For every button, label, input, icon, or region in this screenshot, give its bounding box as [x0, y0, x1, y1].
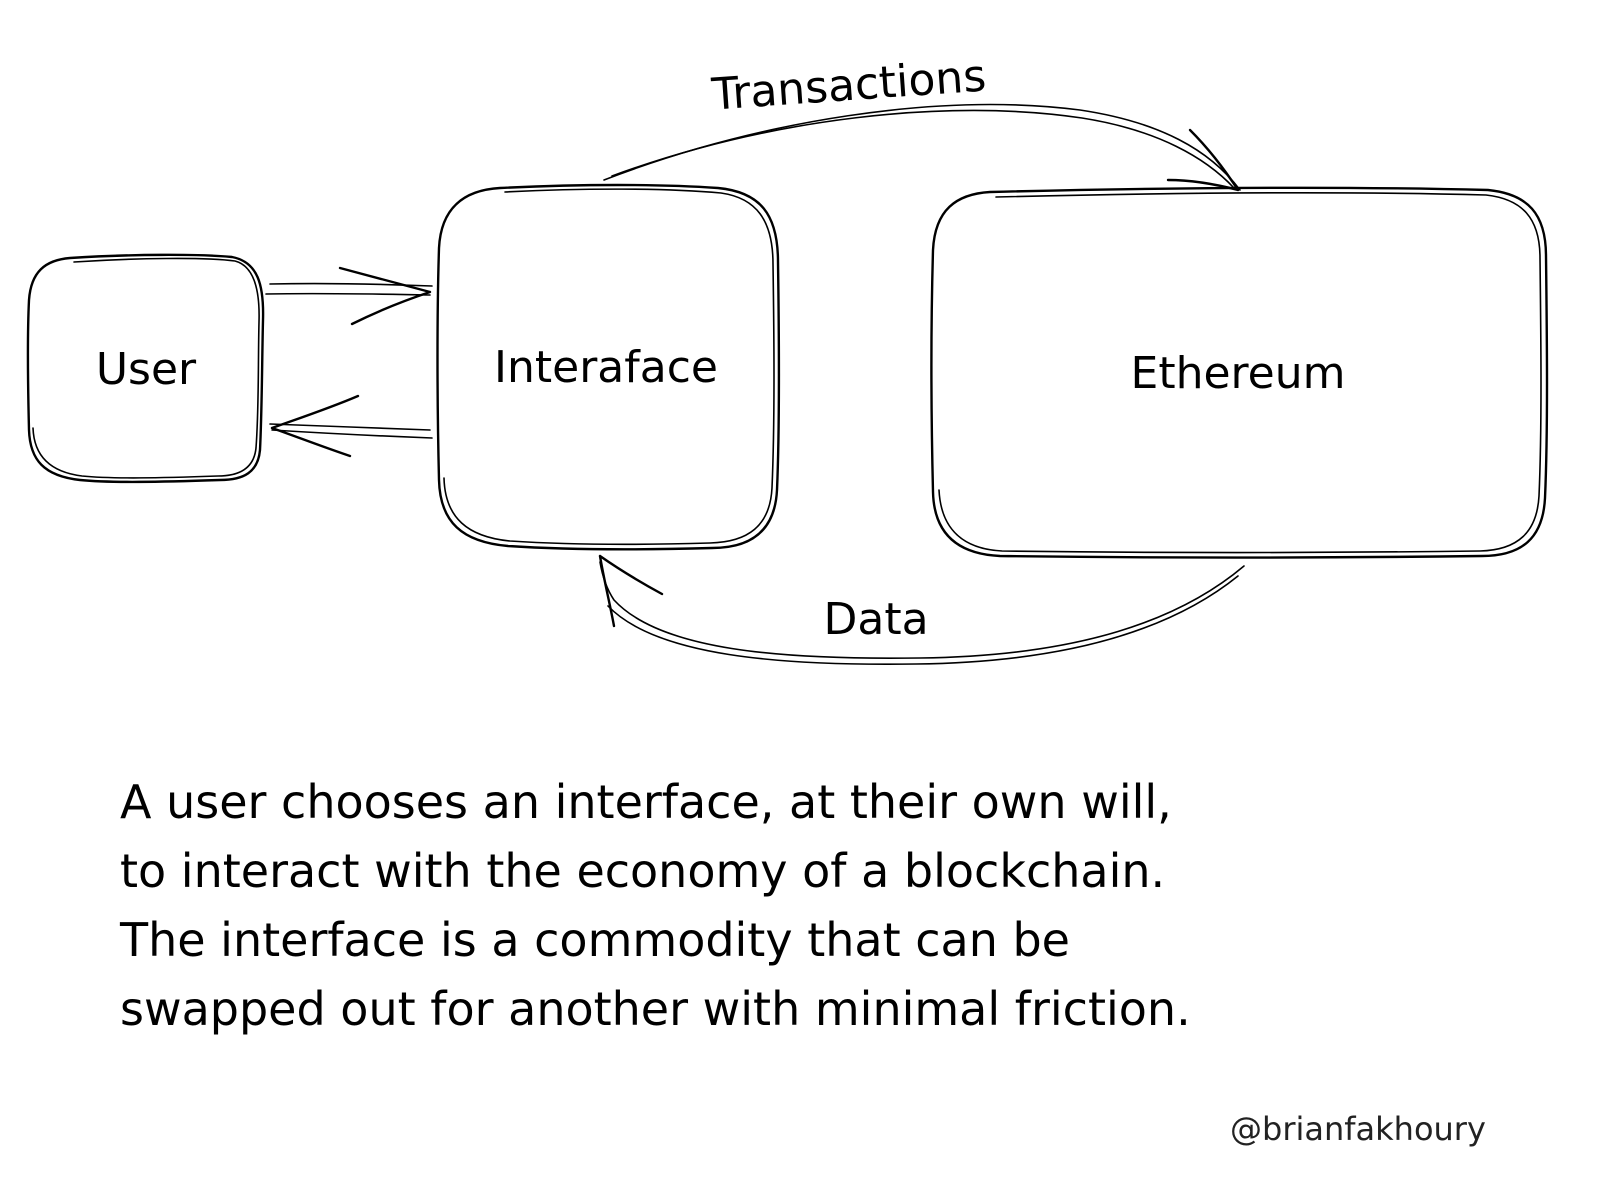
arrow-shaft-sketch — [269, 423, 431, 431]
user-node: User — [26, 253, 265, 484]
ethereum-label: Ethereum — [1131, 348, 1346, 399]
arrowhead — [270, 394, 360, 458]
arrow-shaft — [271, 429, 433, 439]
interface-to-user-arrow — [269, 394, 433, 458]
caption-line: The interface is a commodity that can be — [120, 913, 1070, 967]
interface-box-outline-sketch — [443, 188, 775, 546]
user-label: User — [96, 344, 197, 395]
user-box-outline-sketch — [32, 257, 260, 479]
user-box — [26, 253, 265, 484]
arrow-shaft-sketch — [611, 109, 1235, 189]
ethereum-box — [930, 186, 1549, 559]
arrowhead — [1166, 128, 1240, 192]
caption: A user chooses an interface, at their ow… — [120, 768, 1500, 1044]
data-label: Data — [823, 594, 928, 645]
interface-box — [436, 183, 781, 551]
arrow-shaft — [599, 561, 1245, 660]
arrowhead — [338, 266, 432, 326]
caption-line: to interact with the economy of a blockc… — [120, 844, 1166, 898]
arrow-shaft — [603, 103, 1241, 191]
arrow-shaft-sketch — [607, 575, 1239, 666]
caption-line: swapped out for another with minimal fri… — [120, 982, 1191, 1036]
ethereum-node: Ethereum — [930, 186, 1549, 559]
transactions-arrow: Transactions — [603, 51, 1241, 192]
data-arrow: Data — [598, 554, 1245, 666]
caption-line: A user chooses an interface, at their ow… — [120, 775, 1172, 829]
interface-label: Interaface — [494, 342, 718, 393]
arrow-shaft-sketch — [265, 292, 431, 296]
arrowhead — [598, 554, 664, 628]
ethereum-box-outline-sketch — [938, 192, 1542, 554]
arrow-shaft — [269, 282, 433, 287]
user-to-interface-arrow — [265, 266, 433, 326]
author-credit: @brianfakhoury — [1230, 1110, 1486, 1148]
interface-node: Interaface — [436, 183, 781, 551]
